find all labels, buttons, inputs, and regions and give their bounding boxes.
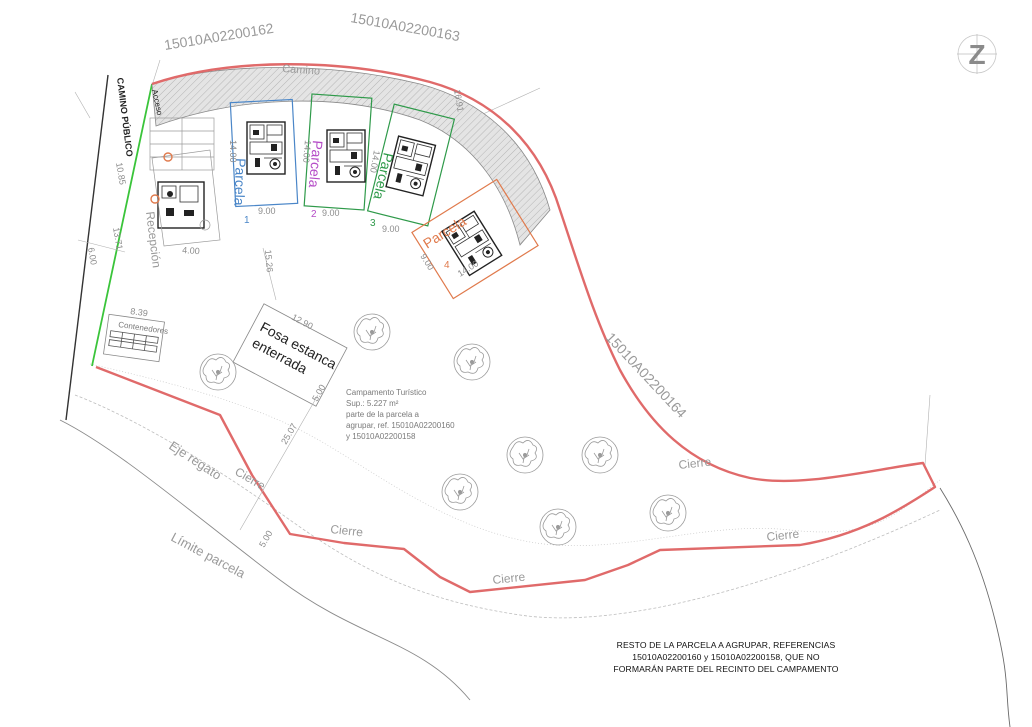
septic-tank xyxy=(232,303,348,407)
campsite-boundary xyxy=(95,63,937,594)
cadastral-ref-163: 15010A02200163 xyxy=(349,9,461,44)
accessible-entrance-icon xyxy=(150,194,160,204)
dimension-label: 15.26 xyxy=(263,249,275,272)
note-line3: FORMARÁN PARTE DEL RECINTO DEL CAMPAMENT… xyxy=(613,664,839,674)
note-line1: RESTO DE LA PARCELA A AGRUPAR, REFERENCI… xyxy=(616,640,836,650)
cierre-label-3: Cierre xyxy=(492,570,526,587)
parcel-1-number: 1 xyxy=(244,215,250,226)
note-line2: 15010A02200160 y 15010A02200158, QUE NO xyxy=(632,652,820,662)
camino-label: Camino xyxy=(282,63,321,78)
parcel-2-label: Parcela xyxy=(306,140,326,189)
campsite-info-line1: Campamento Turístico xyxy=(346,388,427,397)
campsite-info-line5: y 15010A02200158 xyxy=(346,432,416,441)
parcel-4-number: 4 xyxy=(444,260,450,271)
dimension-label: 6.00 xyxy=(86,247,99,266)
parcel-1-label: Parcela xyxy=(231,158,249,206)
dimension-label: 13.71 xyxy=(111,227,125,251)
parking-spaces xyxy=(149,117,215,171)
parcel-2 xyxy=(303,93,373,211)
dimension-label: 4.00 xyxy=(182,245,200,256)
parcel-1 xyxy=(229,98,299,208)
cierre-label-5: Cierre xyxy=(678,455,712,472)
north-symbol: Z xyxy=(968,39,985,70)
campsite-info-line4: agrupar, ref. 15010A02200160 xyxy=(346,421,455,430)
reception-building xyxy=(157,181,205,229)
limite-parcela-label: Límite parcela xyxy=(169,529,249,581)
cierre-label-1: Cierre xyxy=(233,464,269,493)
parcel-2-number: 2 xyxy=(311,209,317,220)
cierre-label-4: Cierre xyxy=(766,527,800,544)
eje-regato-label: Eje regato xyxy=(166,438,224,483)
recepcion-label: Recepción xyxy=(143,211,164,269)
dimension-label: 5.00 xyxy=(257,529,274,549)
internal-road xyxy=(151,67,551,246)
road-access-edge xyxy=(91,83,153,367)
dimension-label: 9.00 xyxy=(418,252,436,272)
dimension-label: 14.00 xyxy=(368,150,382,174)
reception-yard xyxy=(151,149,221,247)
parcel-3 xyxy=(366,103,456,227)
campsite-info-line2: Sup.: 5.227 m² xyxy=(346,399,399,408)
public-road-label: CAMINO PÚBLICO xyxy=(115,77,136,157)
dimension-label: 8.39 xyxy=(130,306,149,318)
dimension-label: 10.85 xyxy=(114,162,128,186)
cadastral-ref-164: 15010A02200164 xyxy=(603,329,690,421)
dimension-label: 9.00 xyxy=(322,208,340,218)
cadastral-ref-162: 15010A02200162 xyxy=(163,20,275,53)
dimension-label: 9.00 xyxy=(382,224,400,234)
dimension-label: 25.07 xyxy=(279,421,299,446)
campsite-info-line3: parte de la parcela a xyxy=(346,410,419,419)
containers-area xyxy=(103,313,165,363)
parcel-3-number: 3 xyxy=(370,218,376,229)
public-road-edge xyxy=(65,74,109,421)
dimension-label: 14.00 xyxy=(228,140,238,163)
campsite-info: Campamento Turístico Sup.: 5.227 m² part… xyxy=(346,388,455,441)
accessible-parking-icon xyxy=(163,152,173,162)
dimension-label: 16.91 xyxy=(452,89,466,113)
north-arrow-icon xyxy=(957,34,997,74)
contenedores-label: Contenedores xyxy=(118,320,169,336)
dimension-label: 14.00 xyxy=(301,140,313,163)
dimension-label: 9.00 xyxy=(258,206,276,216)
cierre-label-2: Cierre xyxy=(330,522,364,539)
excluded-area-note: RESTO DE LA PARCELA A AGRUPAR, REFERENCI… xyxy=(606,639,846,675)
parcel-4 xyxy=(411,178,539,300)
